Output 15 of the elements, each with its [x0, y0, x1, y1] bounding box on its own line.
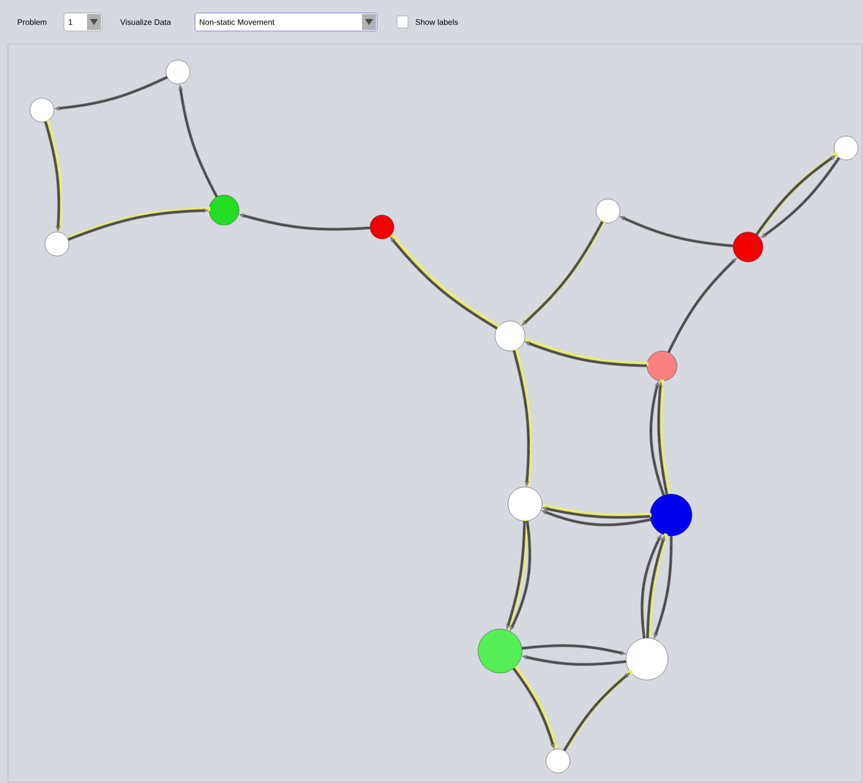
graph-node: [626, 638, 668, 680]
graph-node: [166, 60, 190, 84]
graph-node: [478, 628, 522, 674]
graph-node: [596, 198, 620, 224]
graph-node: [508, 486, 542, 522]
graph-node: [494, 320, 526, 352]
graph-node: [732, 232, 764, 262]
graph-node: [646, 350, 678, 382]
graph-node: [44, 232, 70, 256]
graph-node: [650, 494, 692, 536]
graph-node: [370, 214, 394, 240]
graph-node: [30, 98, 54, 122]
graph-node: [834, 136, 858, 160]
graph-node: [546, 748, 570, 774]
graph-node: [208, 194, 240, 226]
